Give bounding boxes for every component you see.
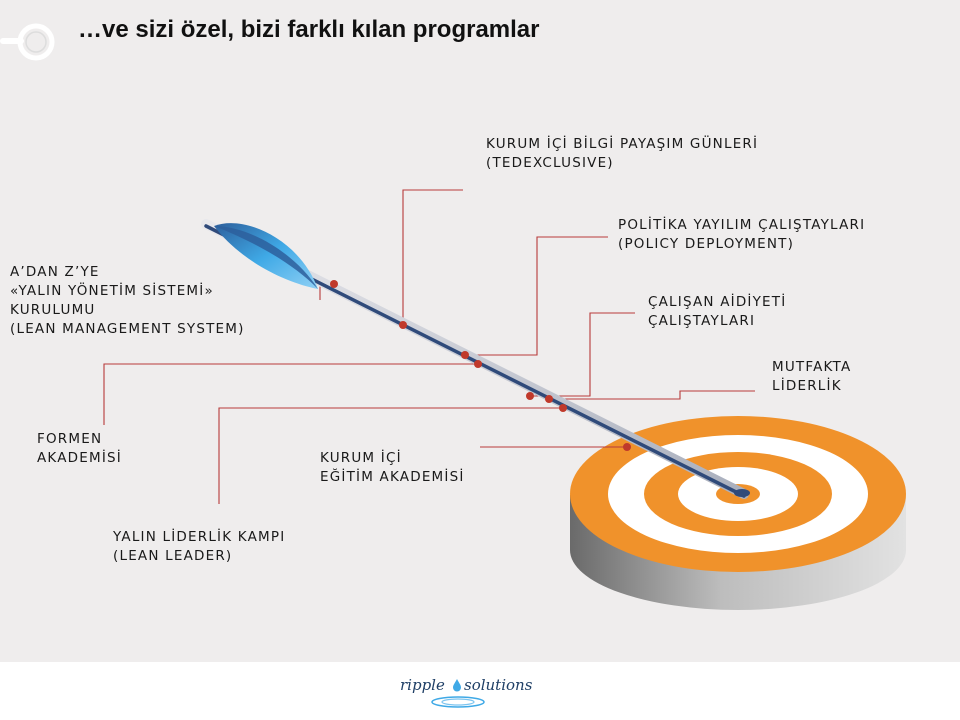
connector-lean-leader	[218, 407, 563, 504]
header-ring-icon	[0, 23, 55, 61]
dot-lean-leader	[559, 404, 567, 412]
target-arrow-diagram	[103, 189, 906, 610]
label-lean-management-system: A’DAN Z’YE «YALIN YÖNETİM SİSTEMİ» KURUL…	[10, 264, 245, 337]
dot-tedexclusive	[399, 321, 407, 329]
ripple-waves-icon	[431, 696, 485, 708]
label-lean-leader: YALIN LİDERLİK KAMPI (LEAN LEADER)	[113, 529, 286, 564]
dot-egitim	[623, 443, 631, 451]
label-egitim-akademisi: KURUM İÇİ EĞİTİM AKADEMİSİ	[320, 450, 465, 485]
connector-policy	[465, 236, 608, 356]
dot-policy	[461, 351, 469, 359]
ripple-solutions-logo: ripple solutions	[400, 676, 550, 712]
target-icon	[570, 416, 906, 610]
arrow-icon	[201, 219, 750, 499]
connector-formen	[103, 363, 478, 425]
dot-formen	[474, 360, 482, 368]
connector-aidiyet	[530, 312, 635, 397]
water-drop-icon	[453, 679, 461, 692]
label-formen-akademisi: FORMEN AKADEMİSİ	[37, 431, 122, 466]
dot-lms	[330, 280, 338, 288]
dot-mutfak	[545, 395, 553, 403]
slide-title: …ve sizi özel, bizi farklı kılan program…	[78, 16, 540, 43]
slide: …ve sizi özel, bizi farklı kılan program…	[0, 0, 960, 662]
logo-text-ripple: ripple	[400, 676, 445, 694]
label-tedexclusive: KURUM İÇİ BİLGİ PAYAŞIM GÜNLERİ (TEDEXCL…	[486, 136, 759, 171]
label-policy-deployment: POLİTİKA YAYILIM ÇALIŞTAYLARI (POLICY DE…	[618, 217, 866, 252]
logo-text-solutions: solutions	[464, 676, 533, 694]
fletching-icon	[214, 223, 318, 289]
dot-aidiyet	[526, 392, 534, 400]
connector-tedexclusive	[402, 189, 463, 325]
footer	[0, 662, 960, 720]
connector-mutfak	[549, 390, 755, 400]
connection-dots	[330, 280, 631, 451]
label-calisan-aidiyeti: ÇALIŞAN AİDİYETİ ÇALIŞTAYLARI	[648, 294, 787, 329]
label-mutfakta-liderlik: MUTFAKTA LİDERLİK	[772, 359, 852, 394]
